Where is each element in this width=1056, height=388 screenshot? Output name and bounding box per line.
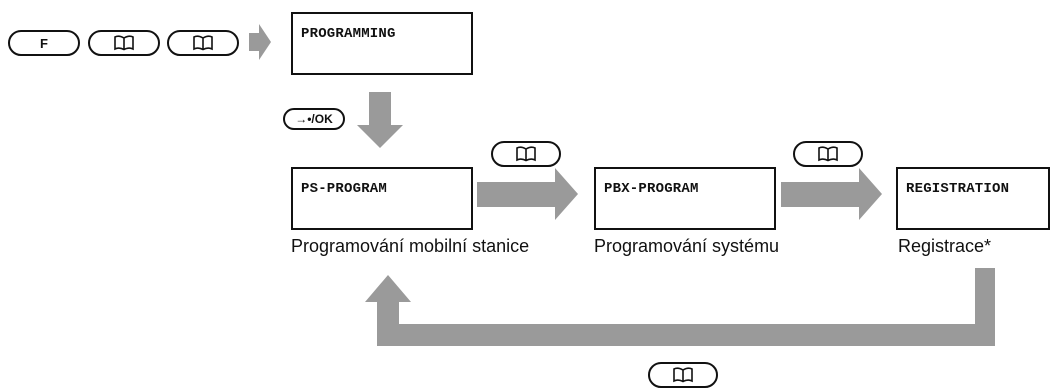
lcd-programming: PROGRAMMING: [291, 12, 473, 75]
book-key-3[interactable]: [491, 141, 561, 167]
lcd-programming-text: PROGRAMMING: [301, 26, 396, 42]
lcd-pbx-program-text: PBX-PROGRAM: [604, 181, 699, 197]
arrow-programming-to-ps: [357, 92, 403, 148]
book-key-5[interactable]: [648, 362, 718, 388]
lcd-ps-program-text: PS-PROGRAM: [301, 181, 388, 197]
arrow-registration-return: [365, 268, 995, 346]
arrow-pbx-to-registration: [781, 168, 882, 220]
book-icon: [817, 146, 839, 162]
book-key-1[interactable]: [88, 30, 160, 56]
lcd-pbx-program: PBX-PROGRAM: [594, 167, 776, 230]
book-icon: [672, 367, 694, 383]
caption-registration: Registrace*: [898, 236, 992, 256]
book-icon: [113, 35, 135, 51]
book-icon: [515, 146, 537, 162]
lcd-ps-program: PS-PROGRAM: [291, 167, 473, 230]
book-key-2[interactable]: [167, 30, 239, 56]
f-key-label: F: [40, 35, 48, 51]
lcd-registration-text: REGISTRATION: [906, 181, 1010, 197]
arrow-ps-to-pbx: [477, 168, 578, 220]
f-key[interactable]: F: [8, 30, 80, 56]
book-icon: [192, 35, 214, 51]
ok-key-label: →•/OK: [295, 112, 333, 126]
book-key-4[interactable]: [793, 141, 863, 167]
arrow-keys-to-programming: [249, 24, 271, 60]
caption-ps-program: Programování mobilní stanice: [291, 236, 530, 256]
caption-pbx-program: Programování systému: [594, 236, 780, 256]
ok-key[interactable]: →•/OK: [283, 108, 345, 130]
lcd-registration: REGISTRATION: [896, 167, 1050, 230]
